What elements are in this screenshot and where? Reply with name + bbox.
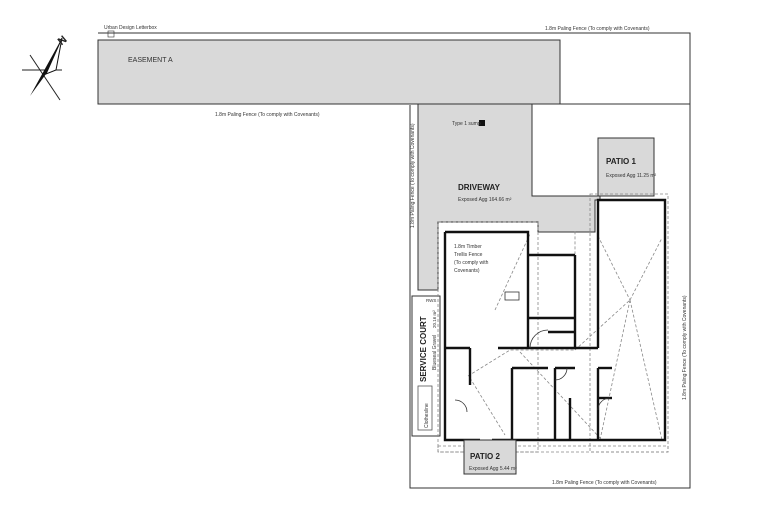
roof-outline	[437, 193, 669, 453]
letterbox-label: Urban Design Letterbox	[104, 25, 157, 31]
patio2-label: PATIO 2	[470, 452, 500, 461]
fence-right-label: 1.8m Paling Fence (To comply with Covena…	[682, 295, 688, 400]
site-boundary	[98, 32, 691, 489]
service-court-label: SERVICE COURT	[419, 316, 428, 382]
service-court-sub: Blueseal Gravel	[432, 335, 438, 370]
driveway-area: Exposed Agg 164.66 m²	[458, 197, 512, 203]
clothesline-icon	[417, 385, 433, 431]
court-area: 20.16 m²	[432, 310, 437, 328]
easement-label: EASEMENT A	[128, 57, 173, 64]
fence-top-label: 1.8m Paling Fence (To comply with Covena…	[545, 26, 650, 32]
letterbox-icon	[107, 30, 115, 38]
trellis-label-3: (To comply with	[454, 260, 489, 266]
fence-easement-label: 1.8m Paling Fence (To comply with Covena…	[215, 112, 320, 118]
driveway-label: DRIVEWAY	[458, 183, 501, 192]
patio1-label: PATIO 1	[606, 157, 636, 166]
trellis-label-2: Trellis Fence	[454, 252, 483, 258]
sump-icon	[479, 120, 485, 126]
patio-2	[463, 439, 517, 475]
sump-label: Type 1 sump	[452, 121, 481, 127]
patio-1	[597, 137, 655, 197]
trellis-label-4: Covenants)	[454, 268, 480, 274]
fence-bottom-label: 1.8m Paling Fence (To comply with Covena…	[552, 480, 657, 486]
patio2-area: Exposed Agg 5.44 m²	[469, 466, 517, 472]
clothesline-label: Clothesline	[424, 403, 430, 428]
rws-label: RWS	[426, 298, 436, 303]
door-swings	[454, 291, 611, 413]
house-walls	[443, 198, 667, 442]
north-arrow-icon: N	[22, 34, 70, 101]
patio1-area: Exposed Agg 11.25 m²	[606, 173, 657, 179]
trellis-label-1: 1.8m Timber	[454, 244, 482, 250]
fence-driveway-label: 1.8m Paling Fence (To comply with Covena…	[410, 123, 416, 228]
easement-paving	[97, 39, 561, 105]
